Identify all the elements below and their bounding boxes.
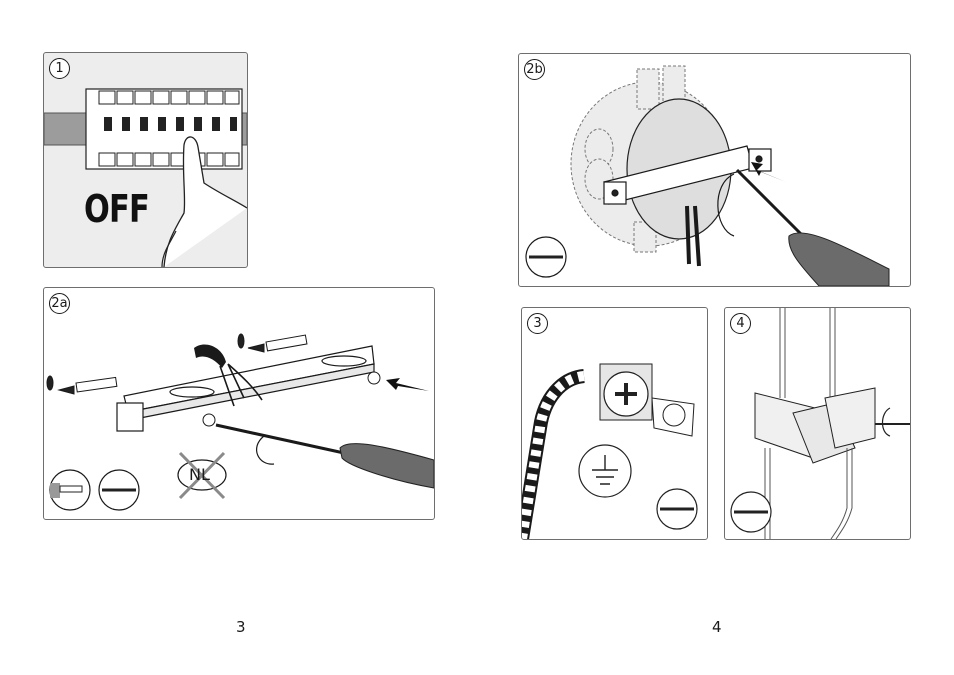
earth-terminal-illustration (522, 308, 707, 539)
panel-step-2a: 2a NL (43, 287, 435, 520)
step-number: 2a (49, 293, 70, 314)
off-label: OFF (84, 187, 149, 231)
panel-step-3: 3 (521, 307, 708, 540)
breaker-illustration (44, 53, 247, 267)
panel-step-2b: 2b (518, 53, 911, 287)
bracket-illustration (44, 288, 434, 519)
page-number-left: 3 (236, 618, 246, 636)
step-number: 2b (524, 59, 545, 80)
junction-box-illustration (519, 54, 910, 286)
panel-step-1: 1 OFF (43, 52, 248, 268)
step-number: 1 (49, 58, 70, 79)
step-number: 3 (527, 313, 548, 334)
nl-mark: NL (189, 465, 210, 484)
page-number-right: 4 (712, 618, 722, 636)
step-number: 4 (730, 313, 751, 334)
connector-illustration (725, 308, 910, 539)
panel-step-4: 4 (724, 307, 911, 540)
